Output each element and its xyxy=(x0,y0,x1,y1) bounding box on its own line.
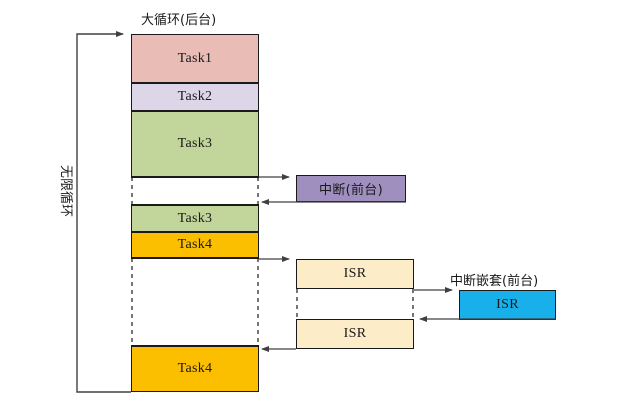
task-block-label: Task4 xyxy=(177,361,213,376)
diagram-title-background-loop: 大循环(后台) xyxy=(141,13,217,28)
infinite-loop-bracket xyxy=(76,31,131,393)
interrupt-box-label: 中断(前台) xyxy=(319,183,383,198)
task-block-label: Task4 xyxy=(177,237,213,252)
loop-gap-segment xyxy=(131,258,259,346)
isr-box-upper-label: ISR xyxy=(343,266,367,281)
task-block-label: Task3 xyxy=(177,136,213,151)
isr-box-upper: ISR xyxy=(296,259,414,289)
loop-gap-segment xyxy=(131,177,259,205)
isr-box-lower: ISR xyxy=(296,319,414,349)
task-block-task3-4: Task3 xyxy=(131,205,259,232)
task-block-task2-1: Task2 xyxy=(131,83,259,111)
isr-box-lower-label: ISR xyxy=(343,326,367,341)
isr-box-nested-label: ISR xyxy=(496,297,519,312)
task-block-task1-0: Task1 xyxy=(131,34,259,83)
isr-box-nested: ISR xyxy=(459,290,556,320)
task-block-task4-7: Task4 xyxy=(131,346,259,392)
infinite-loop-label: 无限循环 xyxy=(58,165,73,218)
task-block-label: Task2 xyxy=(177,89,213,104)
task-block-task3-2: Task3 xyxy=(131,111,259,177)
nested-interrupt-title: 中断嵌套(前台) xyxy=(450,274,539,289)
task-block-label: Task3 xyxy=(177,210,213,226)
task-block-task4-5: Task4 xyxy=(131,232,259,258)
interrupt-box: 中断(前台) xyxy=(296,175,406,202)
isr-dashed-guides xyxy=(296,289,414,319)
task-block-label: Task1 xyxy=(177,50,213,66)
